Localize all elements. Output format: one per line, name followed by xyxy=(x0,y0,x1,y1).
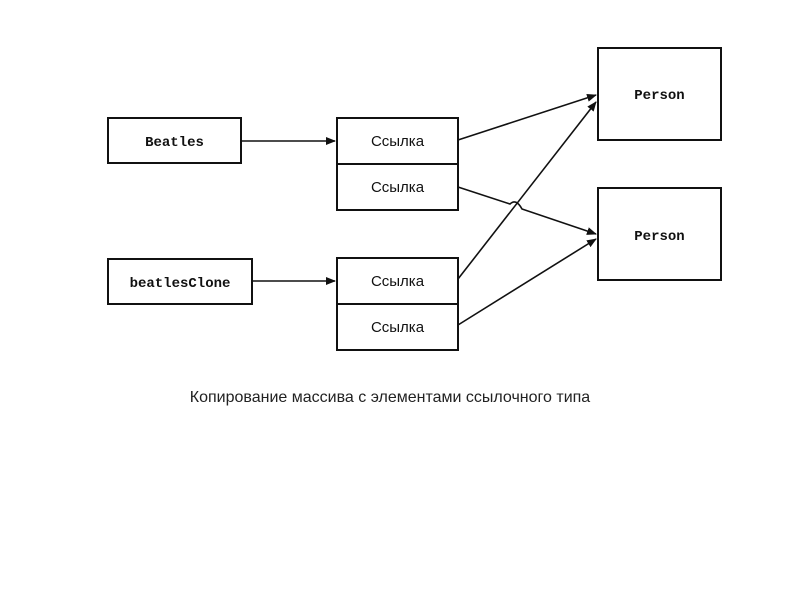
array-beatles-cell-1-label: Ссылка xyxy=(371,179,425,196)
array-beatles: Ссылка Ссылка xyxy=(336,117,459,211)
arrow-ref-1-2-to-person-2 xyxy=(457,186,597,235)
person-object-1-label: Person xyxy=(634,88,684,104)
person-object-2-label: Person xyxy=(634,229,684,245)
array-beatles-cell-0-label: Ссылка xyxy=(371,133,425,150)
person-object-2: Person xyxy=(597,187,722,281)
array-clone-cell-0-label: Ссылка xyxy=(371,273,425,290)
variable-beatles: Beatles xyxy=(107,117,242,164)
variable-beatles-label: Beatles xyxy=(145,135,204,151)
arrow-ref-2-1-to-person-1 xyxy=(457,101,597,280)
person-object-1: Person xyxy=(597,47,722,141)
arrow-ref-2-2-to-person-2 xyxy=(457,238,597,326)
array-beatles-clone: Ссылка Ссылка xyxy=(336,257,459,351)
diagram-caption: Копирование массива с элементами ссылочн… xyxy=(189,389,591,406)
variable-beatles-clone-label: beatlesClone xyxy=(130,276,231,292)
arrow-ref-1-1-to-person-1 xyxy=(457,93,597,141)
array-clone-cell-1 xyxy=(336,303,459,351)
array-clone-cell-1-label: Ссылка xyxy=(371,319,425,336)
variable-beatles-clone: beatlesClone xyxy=(107,258,253,305)
